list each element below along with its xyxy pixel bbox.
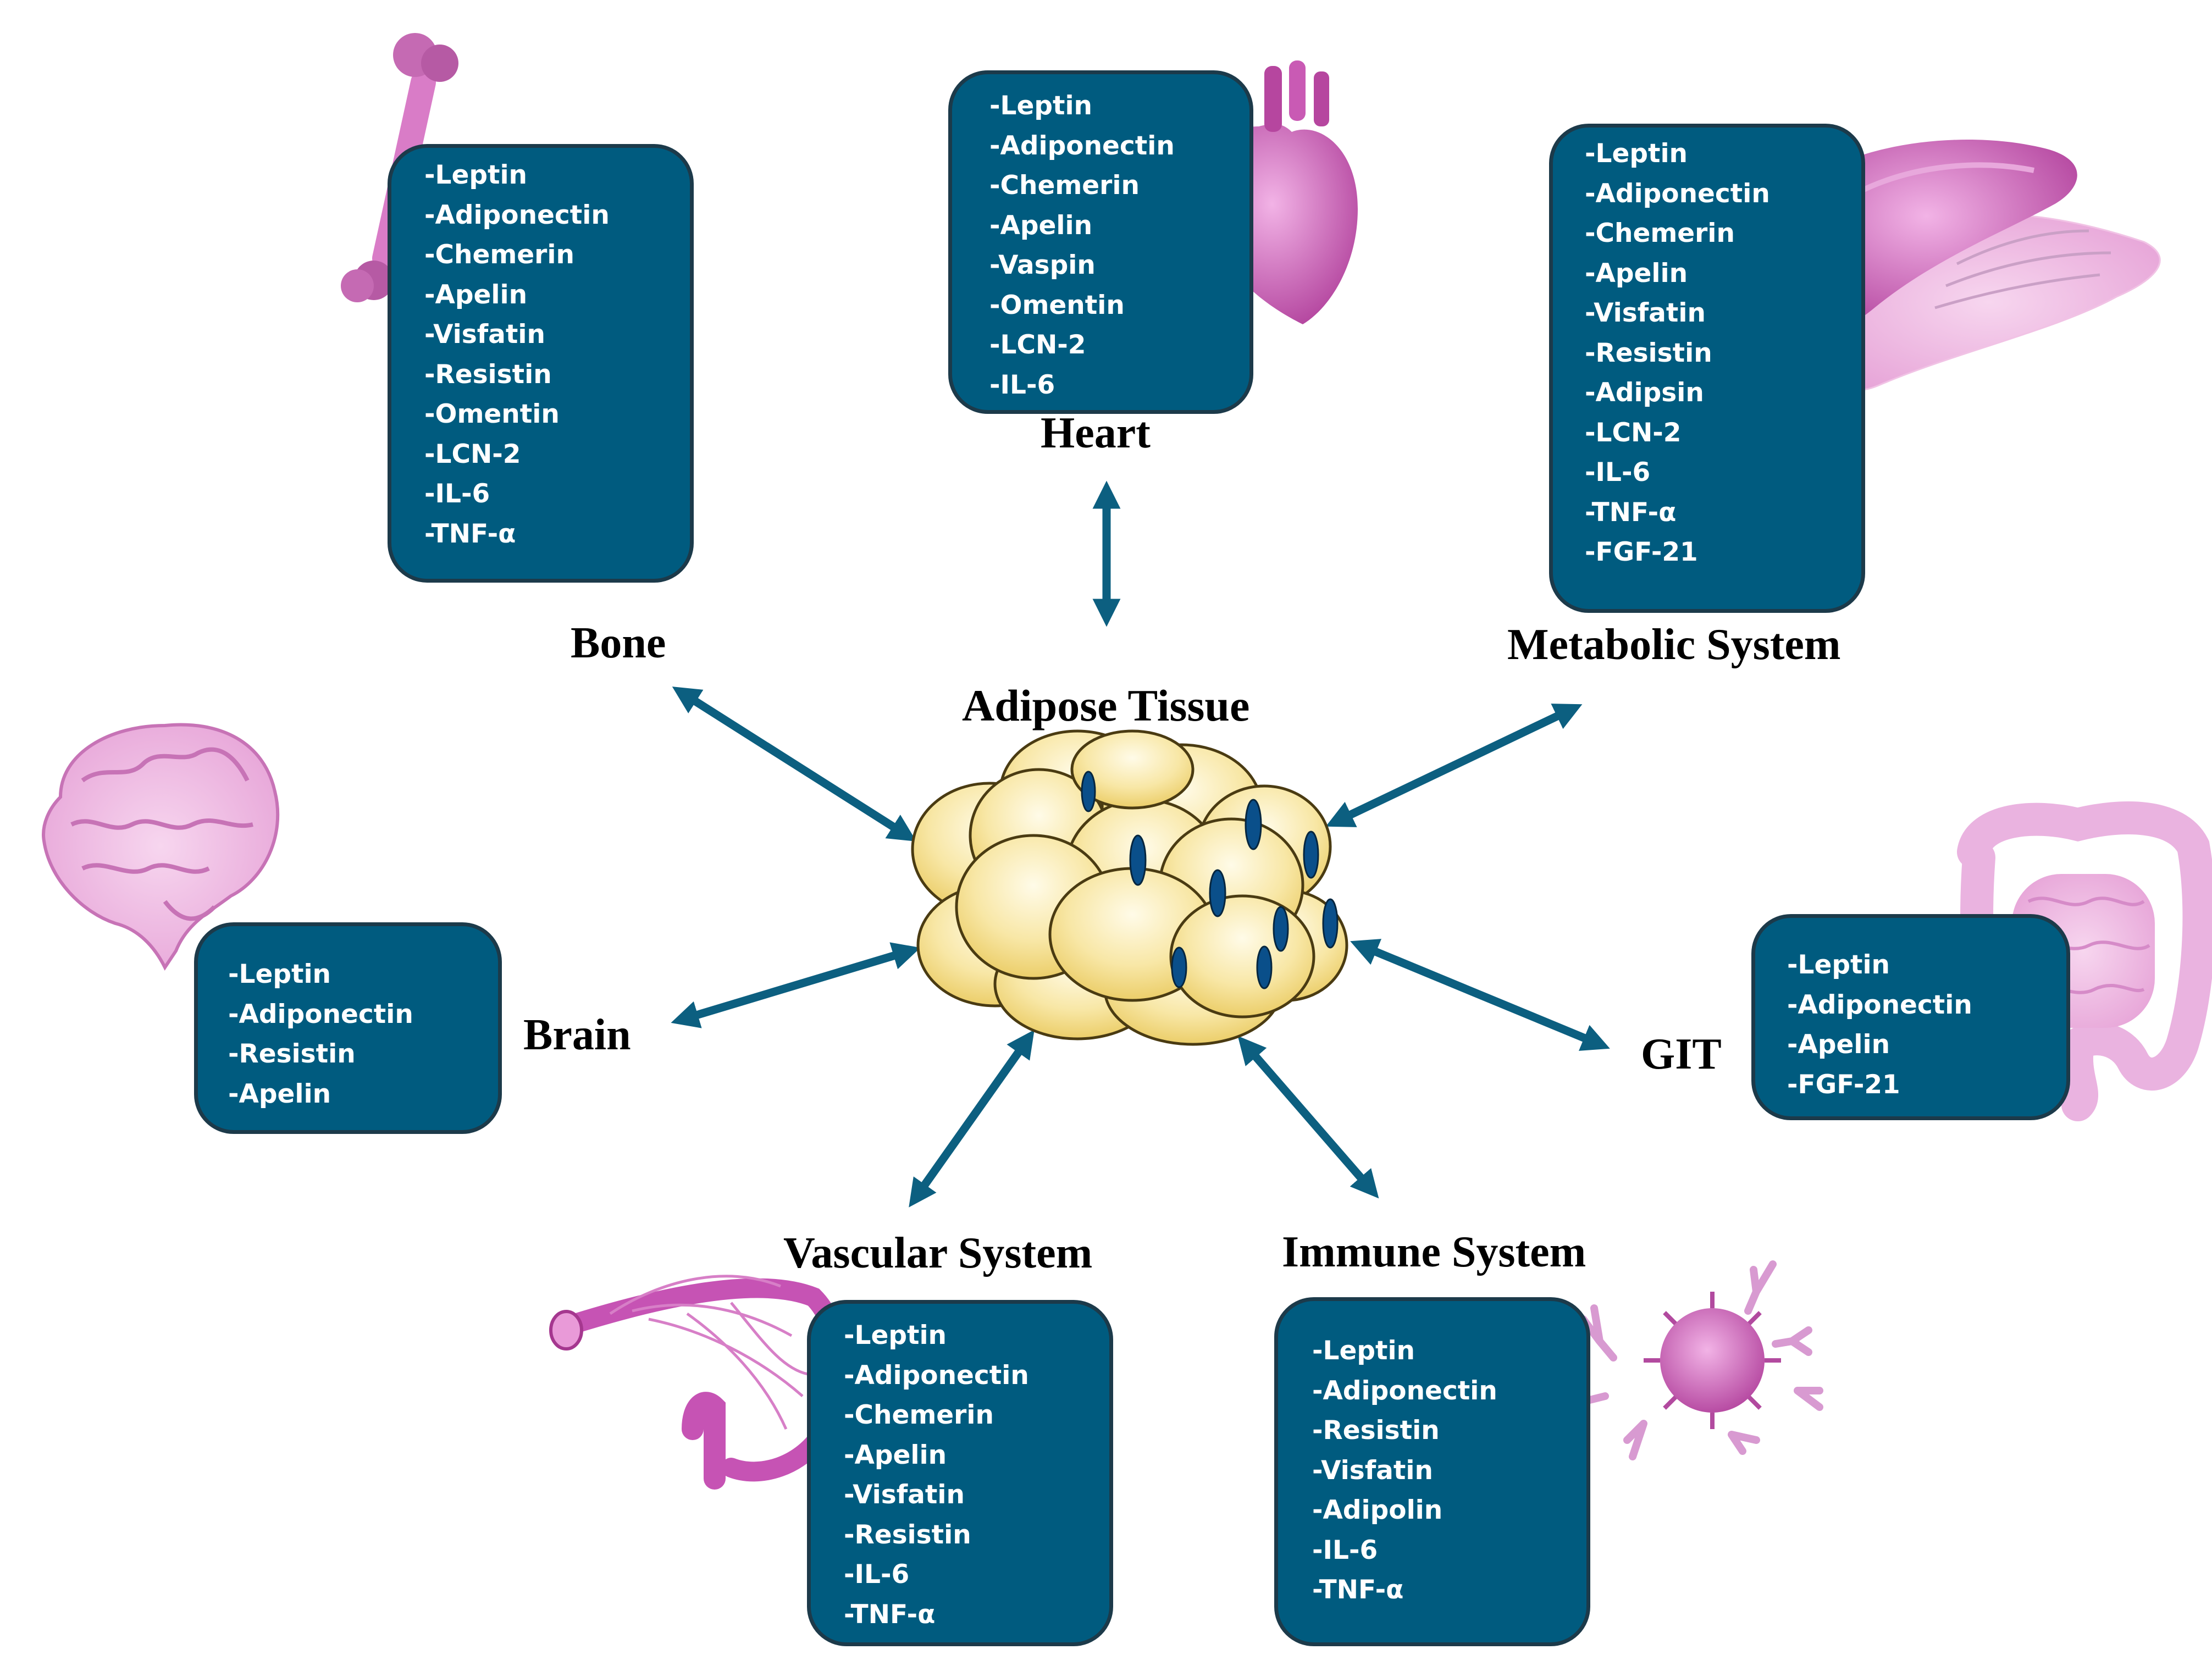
list-item: -Chemerin — [844, 1400, 994, 1430]
list-item: -Apelin — [1787, 1030, 1890, 1060]
list-item: -Apelin — [424, 279, 528, 310]
list-item: -Leptin — [1585, 139, 1688, 169]
blood-vessel-icon — [549, 1275, 845, 1490]
list-item: -Resistin — [844, 1519, 971, 1550]
bone-adipokine-box: -Leptin -Adiponectin -Chemerin -Apelin -… — [388, 144, 694, 583]
list-item: -LCN-2 — [1585, 417, 1682, 448]
list-item: -Resistin — [228, 1039, 356, 1069]
list-item: -Leptin — [1312, 1336, 1415, 1366]
list-item: -Adiponectin — [1585, 178, 1770, 209]
list-item: -Adiponectin — [424, 200, 610, 230]
virus-antibody-icon — [1557, 1260, 1823, 1460]
arrow-brain — [671, 942, 921, 1028]
list-item: -TNF-α — [424, 518, 516, 549]
list-item: -Resistin — [424, 359, 552, 390]
list-item: -Apelin — [844, 1440, 947, 1470]
list-item: -Adiponectin — [989, 130, 1175, 161]
list-item: -FGF-21 — [1787, 1069, 1900, 1100]
list-item: -Chemerin — [989, 170, 1140, 201]
list-item: -IL-6 — [424, 479, 490, 509]
list-item: -Adipolin — [1312, 1495, 1443, 1525]
list-item: -LCN-2 — [424, 439, 521, 469]
metabolic-adipokine-box: -Leptin -Adiponectin -Chemerin -Apelin -… — [1549, 124, 1865, 613]
list-item: -FGF-21 — [1585, 537, 1698, 567]
adipose-tissue-icon — [911, 729, 1348, 1046]
list-item: -Leptin — [844, 1320, 947, 1350]
brain-label: Brain — [523, 1011, 631, 1059]
list-item: -Chemerin — [424, 240, 574, 270]
heart-label: Heart — [1041, 409, 1151, 457]
list-item: -Adipsin — [1585, 378, 1704, 408]
arrow-immune — [1237, 1036, 1379, 1199]
list-item: -Apelin — [989, 210, 1093, 241]
list-item: -IL-6 — [844, 1559, 910, 1590]
heart-adipokine-box: -Leptin -Adiponectin -Chemerin -Apelin -… — [948, 70, 1253, 414]
list-item: -Adiponectin — [1312, 1375, 1497, 1406]
immune-adipokine-box: -Leptin -Adiponectin -Resistin -Visfatin… — [1274, 1297, 1590, 1646]
list-item: -Leptin — [1787, 950, 1890, 980]
list-item: -TNF-α — [844, 1599, 936, 1630]
list-item: -Resistin — [1312, 1415, 1440, 1446]
list-item: -Adiponectin — [1787, 989, 1972, 1020]
list-item: -Adiponectin — [844, 1360, 1029, 1391]
list-item: -Leptin — [228, 959, 331, 989]
list-item: -Visfatin — [424, 319, 545, 350]
list-item: -Visfatin — [1585, 298, 1706, 328]
arrows — [671, 480, 1610, 1208]
arrow-metabolic — [1325, 704, 1583, 827]
list-item: -Apelin — [228, 1078, 331, 1109]
brain-adipokine-box: -Leptin -Adiponectin -Resistin -Apelin — [194, 922, 502, 1134]
list-item: -Resistin — [1585, 337, 1712, 368]
brain-icon — [42, 723, 280, 971]
arrow-bone — [672, 687, 917, 842]
arrow-git — [1350, 939, 1610, 1051]
center-label: Adipose Tissue — [962, 680, 1250, 730]
git-label: GIT — [1641, 1030, 1722, 1078]
bone-label: Bone — [571, 619, 666, 667]
arrow-vascular — [909, 1030, 1035, 1208]
list-item: -Adiponectin — [228, 999, 413, 1030]
liver-muscle-icon — [1803, 140, 2161, 391]
list-item: -Omentin — [424, 399, 560, 429]
list-item: -TNF-α — [1312, 1575, 1404, 1605]
list-item: -Omentin — [989, 290, 1125, 320]
list-item: -IL-6 — [1312, 1535, 1378, 1565]
list-item: -LCN-2 — [989, 330, 1086, 360]
vascular-label: Vascular System — [783, 1229, 1093, 1277]
list-item: -Visfatin — [1312, 1455, 1433, 1486]
list-item: -Apelin — [1585, 258, 1688, 289]
list-item: -Leptin — [989, 91, 1093, 121]
git-adipokine-box: -Leptin -Adiponectin -Apelin -FGF-21 — [1751, 914, 2070, 1120]
list-item: -IL-6 — [989, 369, 1055, 400]
immune-label: Immune System — [1282, 1228, 1586, 1276]
list-item: -Visfatin — [844, 1480, 965, 1510]
list-item: -Chemerin — [1585, 218, 1735, 248]
list-item: -Vaspin — [989, 250, 1096, 280]
list-item: -TNF-α — [1585, 497, 1677, 528]
vascular-adipokine-box: -Leptin -Adiponectin -Chemerin -Apelin -… — [807, 1300, 1113, 1646]
list-item: -Leptin — [424, 160, 528, 190]
list-item: -IL-6 — [1585, 457, 1651, 488]
metabolic-label: Metabolic System — [1507, 621, 1841, 669]
